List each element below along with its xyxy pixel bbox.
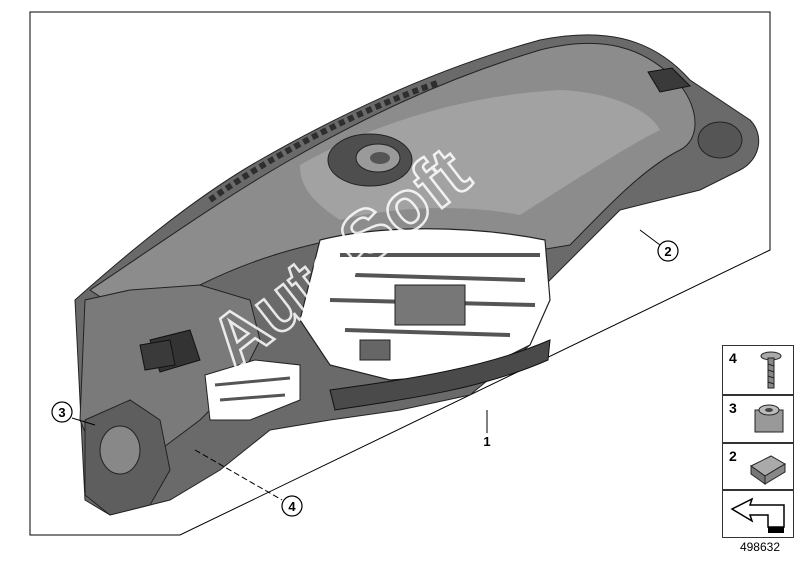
side-label-3: 3 bbox=[729, 400, 737, 416]
side-label-2: 2 bbox=[729, 448, 737, 464]
dashboard-illustration bbox=[74, 34, 760, 516]
side-panel-item-2: 2 bbox=[722, 443, 794, 490]
side-panel-item-4: 4 bbox=[722, 345, 794, 395]
leader-line-3 bbox=[71, 417, 96, 426]
callout-2: 2 bbox=[657, 240, 679, 262]
leader-line-4 bbox=[194, 449, 283, 501]
callout-3: 3 bbox=[51, 401, 73, 423]
clip-icon bbox=[750, 455, 786, 485]
svg-text:2: 2 bbox=[664, 244, 671, 259]
assembly-frame bbox=[29, 11, 771, 536]
diagram-id: 498632 bbox=[739, 540, 780, 554]
leader-line-2 bbox=[639, 229, 661, 246]
side-panel-item-arrow bbox=[722, 490, 794, 538]
side-panel-item-3: 3 bbox=[722, 395, 794, 443]
callout-4: 4 bbox=[281, 495, 303, 517]
callout-1: 1 bbox=[483, 434, 490, 449]
side-label-4: 4 bbox=[729, 350, 737, 366]
svg-text:3: 3 bbox=[58, 405, 65, 420]
nut-icon bbox=[754, 404, 784, 433]
screw-icon bbox=[760, 351, 782, 389]
svg-text:4: 4 bbox=[288, 499, 296, 514]
arrow-icon bbox=[730, 497, 785, 533]
